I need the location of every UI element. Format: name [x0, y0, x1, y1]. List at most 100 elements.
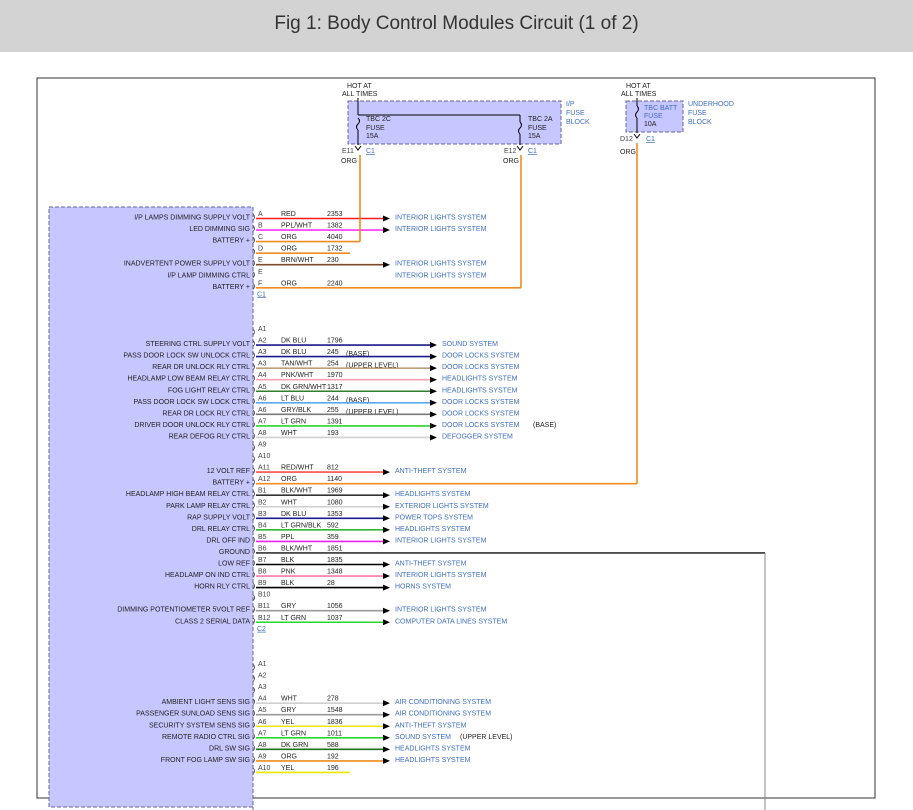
circuit-function-label: 12 VOLT REF	[207, 468, 250, 475]
wire-color-label: GRY/BLK	[281, 407, 312, 414]
ip-hot-at-1: HOT AT	[347, 83, 372, 90]
wire-color-label: DK BLU	[281, 349, 306, 356]
system-link[interactable]: ANTI-THEFT SYSTEM	[395, 561, 467, 568]
arrow-icon	[383, 526, 390, 533]
ip-connector-c1-right[interactable]: C1	[528, 148, 537, 155]
system-link[interactable]: INTERIOR LIGHTS SYSTEM	[395, 215, 487, 222]
pin-contact-icon	[252, 283, 255, 290]
pin-contact-icon	[252, 490, 255, 497]
pin-contact-icon	[252, 525, 255, 532]
system-link[interactable]: HEADLIGHTS SYSTEM	[395, 491, 471, 498]
system-link[interactable]: DEFOGGER SYSTEM	[442, 433, 513, 440]
system-link[interactable]: INTERIOR LIGHTS SYSTEM	[395, 226, 487, 233]
system-link[interactable]: AIR CONDITIONING SYSTEM	[395, 699, 491, 706]
pin-contact-icon	[252, 444, 255, 451]
uh-block-name-2: FUSE	[688, 110, 707, 117]
system-link[interactable]: HEADLIGHTS SYSTEM	[442, 387, 518, 394]
system-link[interactable]: DOOR LOCKS SYSTEM	[442, 399, 520, 406]
pin-label: A4	[258, 372, 267, 379]
system-link[interactable]: ANTI-THEFT SYSTEM	[395, 722, 467, 729]
system-link[interactable]: INTERIOR LIGHTS SYSTEM	[395, 272, 487, 279]
system-link[interactable]: DOOR LOCKS SYSTEM	[442, 422, 520, 429]
system-link[interactable]: COMPUTER DATA LINES SYSTEM	[395, 618, 507, 625]
circuit-number: 245	[327, 349, 339, 356]
system-link[interactable]: SOUND SYSTEM	[442, 341, 498, 348]
circuit-number: 1851	[327, 545, 343, 552]
arrow-icon	[383, 573, 390, 580]
pin-contact-icon	[252, 409, 255, 417]
system-link[interactable]: SOUND SYSTEM	[395, 734, 451, 741]
uh-connector-c1[interactable]: C1	[646, 136, 655, 143]
circuit-number: 4040	[327, 234, 343, 241]
pin-contact-icon	[252, 374, 255, 382]
circuit-function-label: DRL RELAY CTRL	[192, 526, 250, 533]
pin-contact-icon	[252, 271, 255, 279]
circuit-function-label: INADVERTENT POWER SUPPLY VOLT	[124, 261, 251, 268]
pin-contact-icon	[252, 536, 255, 544]
circuit-number: 1353	[327, 511, 343, 518]
system-link[interactable]: INTERIOR LIGHTS SYSTEM	[395, 572, 487, 579]
pin-contact-icon	[252, 559, 255, 567]
system-link[interactable]: EXTERIOR LIGHTS SYSTEM	[395, 503, 489, 510]
wire-color-label: ORG	[281, 280, 297, 287]
wire-color-label: LT GRN	[281, 730, 306, 737]
pin-label: A9	[258, 442, 267, 449]
pin-label: A12	[258, 476, 271, 483]
system-link[interactable]: INTERIOR LIGHTS SYSTEM	[395, 537, 487, 544]
pin-label: F	[258, 280, 262, 287]
system-link[interactable]: HEADLIGHTS SYSTEM	[395, 745, 471, 752]
ip-connector-c1-left[interactable]: C1	[366, 148, 375, 155]
system-link[interactable]: ANTI-THEFT SYSTEM	[395, 468, 467, 475]
system-link[interactable]: POWER TOPS SYSTEM	[395, 514, 473, 521]
wire-color-label: DK BLU	[281, 511, 306, 518]
arrow-icon	[383, 538, 390, 545]
circuit-function-label: CLASS 2 SERIAL DATA	[175, 618, 250, 625]
circuit-number: 1011	[327, 730, 342, 737]
circuit-function-label: BATTERY +	[212, 284, 250, 291]
system-link[interactable]: DOOR LOCKS SYSTEM	[442, 410, 520, 417]
arrow-icon	[430, 376, 437, 383]
wire-color-label: PPL/WHT	[281, 223, 313, 230]
pin-contact-icon	[252, 225, 255, 232]
system-link[interactable]: HEADLIGHTS SYSTEM	[395, 757, 471, 764]
circuit-function-label: FRONT FOG LAMP SW SIG	[161, 757, 250, 764]
system-link[interactable]: AIR CONDITIONING SYSTEM	[395, 711, 491, 718]
pin-contact-icon	[252, 478, 255, 486]
uh-hot-at-1: HOT AT	[626, 83, 651, 90]
system-link[interactable]: DOOR LOCKS SYSTEM	[442, 364, 520, 371]
pin-contact-icon	[252, 501, 255, 509]
wire-color-label: LT GRN/BLK	[281, 522, 322, 529]
system-link[interactable]: INTERIOR LIGHTS SYSTEM	[395, 261, 487, 268]
circuit-row: A2	[252, 673, 267, 682]
system-link[interactable]: HORNS SYSTEM	[395, 584, 451, 591]
pin-contact-icon	[252, 744, 255, 752]
system-link[interactable]: DOOR LOCKS SYSTEM	[442, 353, 520, 360]
system-link[interactable]: INTERIOR LIGHTS SYSTEM	[395, 607, 487, 614]
ip-fuse-block: HOT AT ALL TIMES TBC 2C FUSE 15A TBC 2A …	[341, 83, 590, 165]
circuit-row: A9	[252, 442, 267, 451]
wire-color-label: LT GRN	[281, 418, 306, 425]
pin-label: A6	[258, 395, 267, 402]
pin-label: A9	[258, 753, 267, 760]
wire-color-label: BLK	[281, 580, 295, 587]
connector-link[interactable]: C2	[257, 626, 266, 633]
circuit-row: A3	[252, 684, 267, 694]
circuit-function-label: PASSENGER SUNLOAD SENS SIG	[136, 711, 250, 718]
pin-label: B7	[258, 557, 267, 564]
system-link[interactable]: HEADLIGHTS SYSTEM	[395, 526, 471, 533]
circuit-number: 1969	[327, 488, 343, 495]
uh-block-name-3: BLOCK	[688, 119, 712, 126]
wire-color-label: BLK/WHT	[281, 488, 313, 495]
system-link[interactable]: HEADLIGHTS SYSTEM	[442, 376, 518, 383]
connector-link[interactable]: C1	[257, 291, 266, 298]
